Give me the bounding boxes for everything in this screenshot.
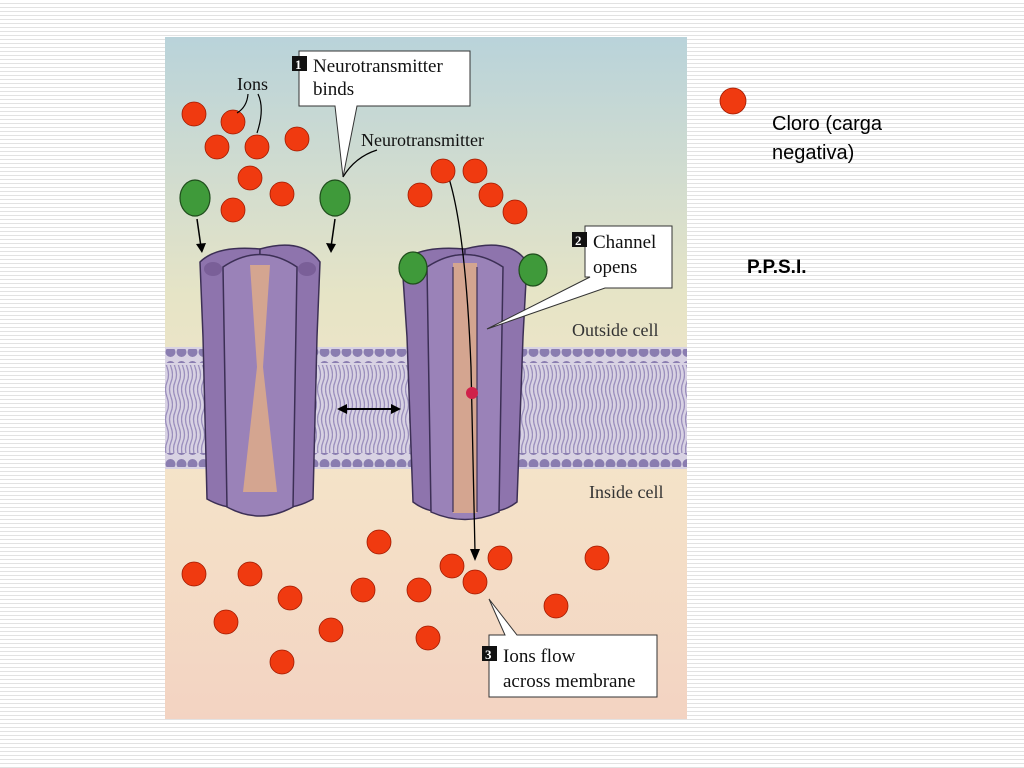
step1-label-line1: Neurotransmitter [313,56,443,77]
step2-label-line2: opens [593,257,637,278]
legend-ion-dot [719,87,747,115]
step1-callout: 1 Neurotransmitter binds [292,50,471,178]
ions-inside [181,529,610,675]
ions-label: Ions [237,74,268,94]
neurotransmitter-bound-right [518,253,548,287]
neurotransmitter-bound-left [398,251,428,285]
ions-pointer [236,93,262,134]
legend-text: Cloro (carga negativa) [772,110,992,168]
neurotransmitter-label: Neurotransmitter [361,130,484,150]
ions-outside [181,101,528,225]
binding-arrows [196,218,336,248]
closed-pore [243,265,277,492]
step2-callout: 2 Channel opens [486,225,673,330]
step1-label-line2: binds [313,79,354,100]
step1-number: 1 [295,57,302,72]
step3-number: 3 [485,647,492,662]
neurotransmitter-molecules [179,179,548,287]
neurotransmitter-unbound-right [319,179,351,217]
ion-flow-arrow [444,166,476,553]
step3-label-line1: Ions flow [503,646,576,667]
step2-label-line1: Channel [593,232,656,253]
neurotransmitter-unbound-left [179,179,211,217]
ion-in-channel [466,387,478,399]
outside-cell-label: Outside cell [572,320,658,340]
step3-callout: 3 Ions flow across membrane [482,598,658,698]
step3-label-line2: across membrane [503,671,635,692]
equilibrium-arrow [337,404,401,414]
legend-line1: Cloro (carga [772,113,883,135]
step2-number: 2 [575,233,582,248]
neurotransmitter-pointer [342,149,378,178]
ion-channel-diagram: Ions 1 Neurotransmitter binds Neurotrans… [165,37,687,719]
closed-channel [199,244,321,517]
open-channel [401,244,528,521]
ppsi-label: P.P.S.I. [747,257,807,278]
inside-cell-label: Inside cell [589,482,663,502]
legend-line2: negativa) [772,142,855,164]
